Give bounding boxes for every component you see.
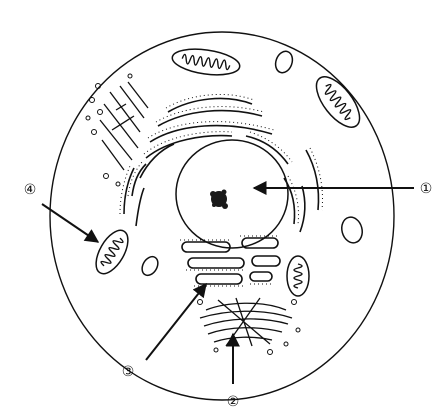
label-2: ② (227, 394, 240, 410)
golgi-apparatus (200, 298, 292, 346)
mitochondrion-top (171, 45, 242, 78)
rough-endoplasmic-reticulum (182, 238, 280, 284)
vesicle-top-right (273, 49, 296, 75)
nucleus (176, 140, 288, 248)
leader-line-3 (146, 284, 206, 360)
vesicles-upper-left (86, 74, 132, 186)
endoplasmic-reticulum-upper (124, 98, 319, 232)
mitochondrion-lower-right (287, 256, 309, 296)
label-1: ① (420, 181, 433, 197)
cell-membrane (50, 32, 394, 400)
golgi-apparatus-upper-left (100, 82, 148, 170)
mitochondrion (90, 225, 135, 279)
label-4: ④ (24, 182, 37, 198)
vesicle-left (139, 254, 161, 278)
ribosomes-rough-er (180, 236, 280, 286)
nucleolus (210, 190, 228, 210)
vesicle-right (339, 215, 365, 245)
label-3: ③ (122, 364, 135, 380)
